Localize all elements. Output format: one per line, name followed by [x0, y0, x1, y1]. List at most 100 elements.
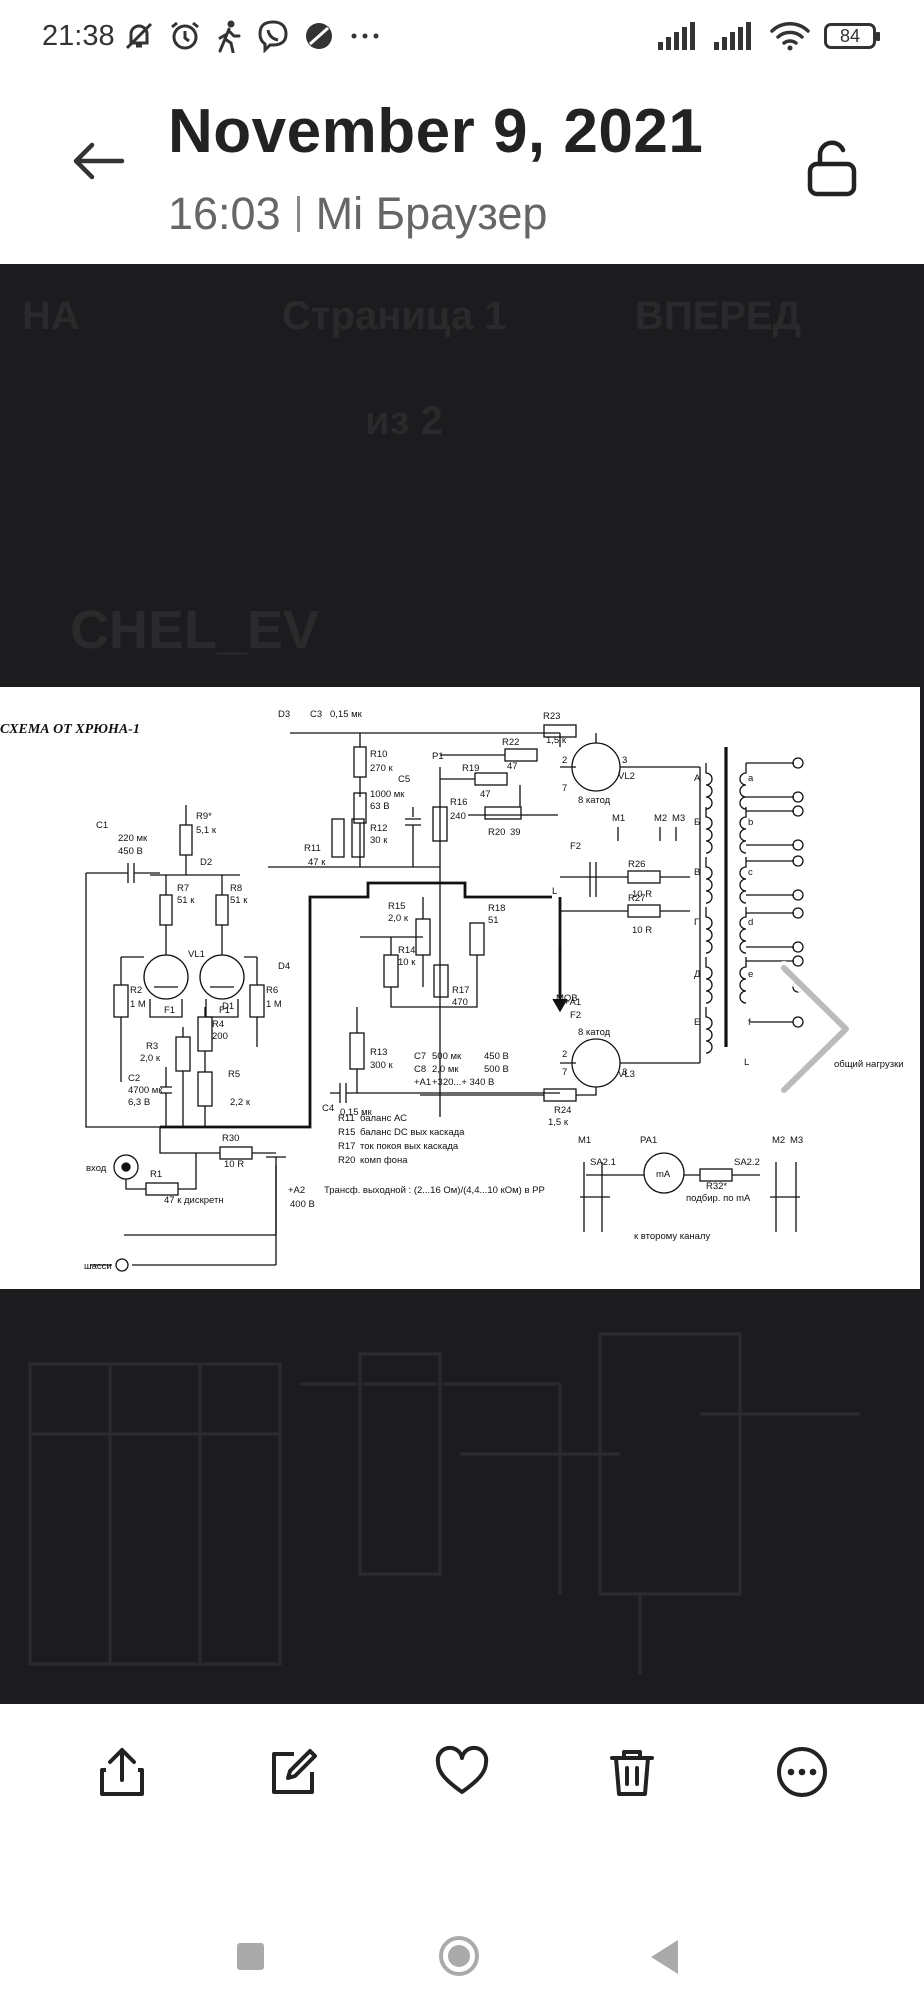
signal-icon-2 — [714, 22, 751, 50]
schematic-label: F1 — [219, 1005, 230, 1016]
schematic-label: 270 к — [370, 763, 393, 774]
schematic-label: Д — [694, 969, 701, 980]
notifications-off-icon — [125, 22, 153, 50]
schematic-label: R10 — [370, 749, 387, 760]
schematic-label: 400 В — [290, 1199, 315, 1210]
schematic-label: R11 — [304, 843, 321, 854]
schematic-label: 47 — [480, 789, 491, 800]
schematic-label: R15 — [388, 901, 405, 912]
schematic-label: 2,2 к — [230, 1097, 251, 1108]
schematic-label: 10 к — [398, 957, 416, 968]
schematic-label: 2 — [562, 1049, 567, 1060]
schematic-label: e — [748, 969, 753, 980]
schematic-label: R24 — [554, 1105, 571, 1116]
schematic-label: R2 — [130, 985, 142, 996]
schematic-label: A — [694, 773, 701, 784]
schematic-label: 450 В — [484, 1051, 509, 1062]
schematic-label: mA — [656, 1169, 671, 1180]
edit-icon[interactable] — [262, 1742, 322, 1802]
back-button[interactable] — [651, 1940, 678, 1974]
back-arrow-icon[interactable] — [68, 136, 128, 186]
schematic-label: a — [748, 773, 754, 784]
schematic-label: 1000 мк — [370, 789, 405, 800]
schematic-label: 51 к — [177, 895, 195, 906]
share-icon[interactable] — [92, 1742, 152, 1802]
schematic-label: R16 — [450, 797, 467, 808]
schematic-label: f — [748, 1017, 751, 1028]
schematic-label: L — [552, 886, 557, 897]
schematic-label: F2 — [570, 841, 581, 852]
home-button[interactable] — [439, 1936, 479, 1976]
schematic-label: 10 R — [632, 889, 652, 900]
schematic-label: M1 — [578, 1135, 591, 1146]
schematic-label: +A1 — [414, 1077, 431, 1088]
schematic-label: C2 — [128, 1073, 140, 1084]
schematic-label: 51 — [488, 915, 499, 926]
schematic-label: R22 — [502, 737, 519, 748]
schematic-label: R26 — [628, 859, 645, 870]
recents-button[interactable] — [237, 1943, 264, 1970]
schematic-label: M3 — [672, 813, 685, 824]
schematic-label: 2,0 к — [140, 1053, 161, 1064]
bg-author: CHEL_EV — [70, 600, 320, 660]
schematic-label: +320...+ 340 В — [432, 1077, 494, 1088]
status-system-icons: 84 — [658, 16, 880, 56]
schematic-label: Е — [694, 1017, 700, 1028]
more-icon[interactable] — [772, 1742, 832, 1802]
viber-icon — [258, 20, 288, 53]
schematic-label: R23 — [543, 711, 560, 722]
status-bar: 21:38 84 — [0, 0, 924, 78]
schematic-label: 7 — [562, 1067, 567, 1078]
unlock-icon[interactable] — [804, 138, 860, 198]
schematic-label: M1 — [612, 813, 625, 824]
schematic-label: VL3 — [618, 1069, 635, 1080]
schematic-label: 2,0 к — [388, 913, 409, 924]
schematic-label: D2 — [200, 857, 212, 868]
schematic-label: c — [748, 867, 753, 878]
schematic-label: d — [748, 917, 753, 928]
battery-icon: 84 — [824, 23, 880, 49]
schematic-label: 7 — [562, 783, 567, 794]
schematic-label: 1 М — [130, 999, 146, 1010]
photo-time: 16:03 — [168, 188, 281, 239]
schematic-label: МОВ — [556, 993, 578, 1004]
schematic-label: b — [748, 817, 753, 828]
schematic-label: 200 — [212, 1031, 228, 1042]
schematic-label: VL1 — [188, 949, 205, 960]
schematic-label: R1 — [150, 1169, 162, 1180]
schematic-label: 2 — [562, 755, 567, 766]
schematic-label: комп фона — [360, 1155, 408, 1166]
schematic-label: 6,3 В — [128, 1097, 150, 1108]
bg-nav-next: ВПЕРЕД — [635, 294, 802, 338]
schematic-label: R18 — [488, 903, 505, 914]
next-photo-icon[interactable] — [764, 954, 864, 1104]
schematic-label: VL2 — [618, 771, 635, 782]
schematic-label: R32* — [706, 1181, 727, 1192]
walking-icon — [218, 20, 241, 53]
schematic-label: В — [694, 867, 700, 878]
schematic-label: M3 — [790, 1135, 803, 1146]
schematic-label: 2,0 мк — [432, 1064, 459, 1075]
signal-icon — [658, 22, 695, 50]
schematic-label: 240 — [450, 811, 466, 822]
meta-separator — [296, 196, 300, 232]
heart-icon[interactable] — [432, 1742, 492, 1802]
schematic-label: 500 мк — [432, 1051, 462, 1062]
photo-toolbar — [0, 1704, 924, 1834]
data-saver-icon — [306, 23, 332, 49]
schematic-label: R27 — [628, 893, 645, 904]
schematic-label: 1,5 к — [546, 735, 567, 746]
photo-viewer[interactable]: НА Страница 1 ВПЕРЕД из 2 CHEL_EV — [0, 264, 924, 1704]
schematic-label: R19 — [462, 763, 479, 774]
trash-icon[interactable] — [602, 1742, 662, 1802]
schematic-label: C8 — [414, 1064, 426, 1075]
schematic-label: 0,15 мк — [340, 1107, 373, 1118]
schematic-label: баланс АС — [360, 1113, 407, 1124]
schematic-label: Трансф. выходной : (2...16 Ом)/(4,4...10… — [324, 1185, 545, 1196]
schematic-label: R4 — [212, 1019, 224, 1030]
schematic-label: R15 — [338, 1127, 355, 1138]
schematic-label: 39 — [510, 827, 521, 838]
schematic-label: 4700 мк — [128, 1085, 163, 1096]
schematic-label: 470 — [452, 997, 468, 1008]
schematic-label: M2 — [654, 813, 667, 824]
